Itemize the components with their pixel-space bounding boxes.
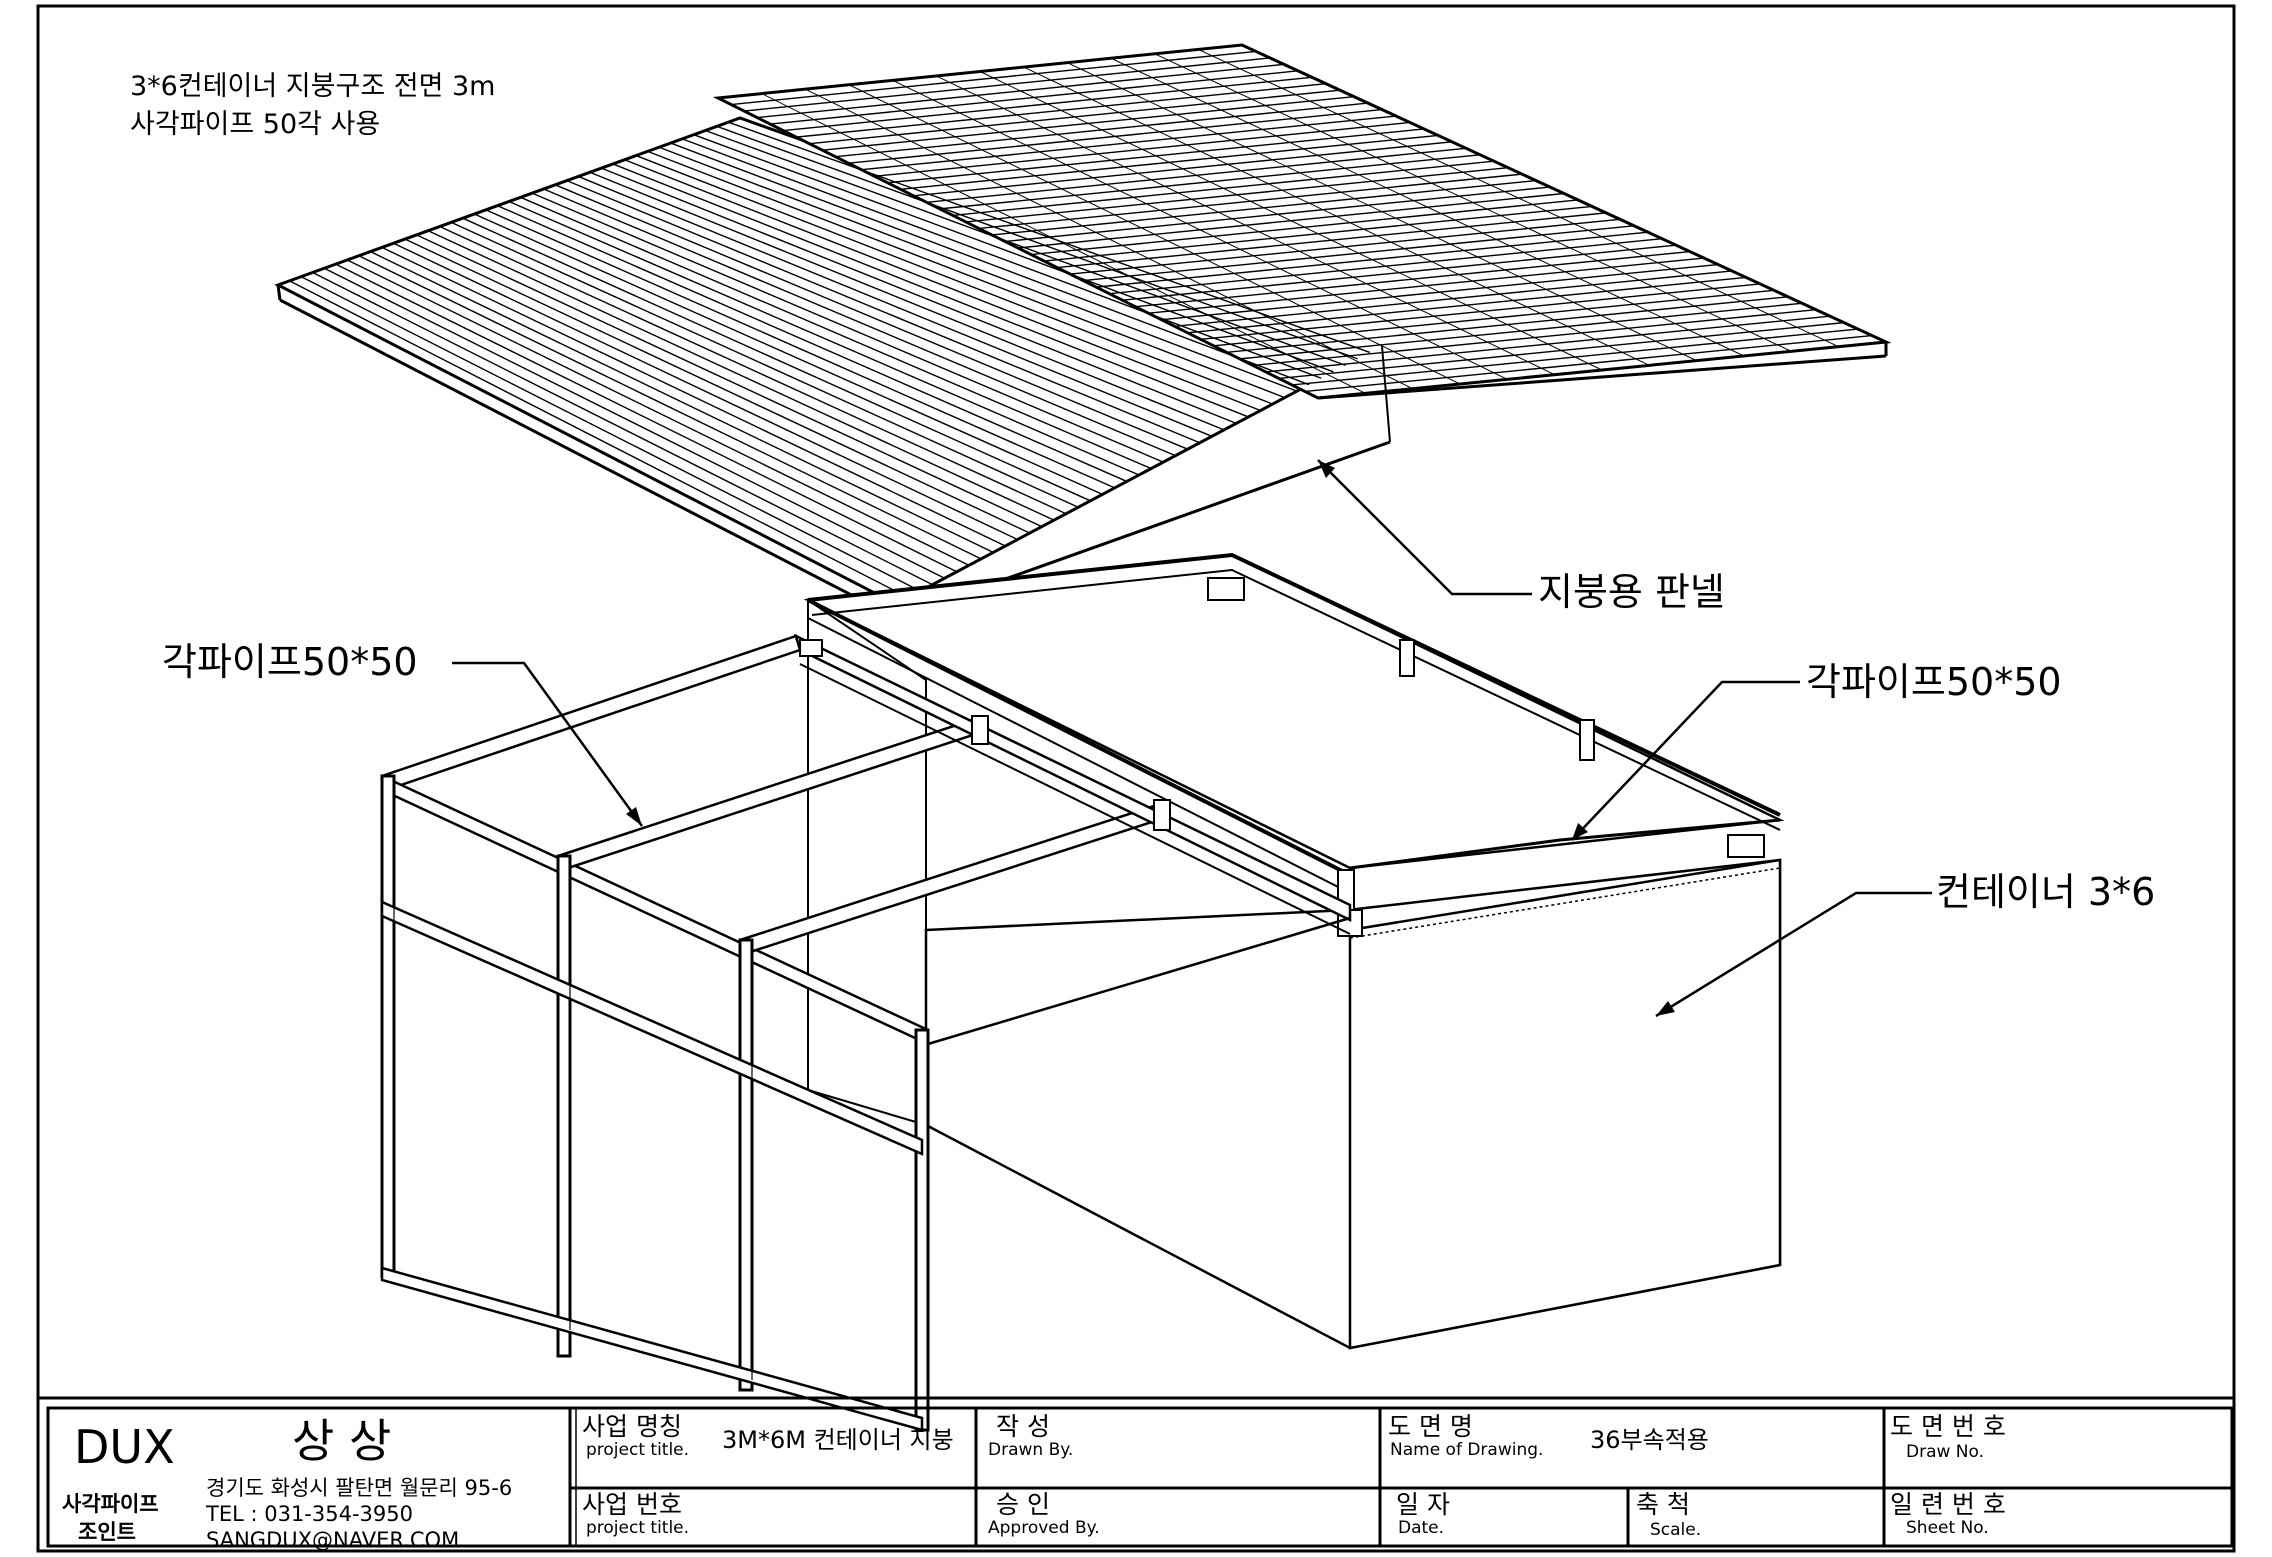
- roof-rib: [531, 192, 1164, 463]
- frame-bottom-rail: [380, 1266, 924, 1432]
- roof-rib: [670, 142, 1310, 386]
- roof-grid-line: [761, 93, 1366, 394]
- frame-post: [738, 938, 754, 1392]
- roof-rib: [612, 163, 1249, 418]
- roof-grid-line: [1067, 62, 1697, 362]
- sheet-border: [36, 4, 2236, 1553]
- roof-rib: [450, 221, 1079, 508]
- container-corrugation: [1349, 867, 1781, 939]
- roof-rib: [485, 209, 1115, 489]
- container-gable: [811, 568, 1781, 831]
- roof-rib: [462, 217, 1091, 502]
- roof-rib: [416, 234, 1043, 528]
- roof-rib: [346, 259, 970, 566]
- roof-edge: [1317, 354, 1887, 400]
- arrow-pipe-left: [626, 807, 642, 826]
- roof-grid-line: [848, 84, 1461, 385]
- roof-rib: [370, 250, 994, 554]
- leader-container: [1655, 891, 1932, 1018]
- title-block-grid: [38, 1396, 2234, 1548]
- roof-grid-line: [979, 71, 1603, 371]
- label-square-pipe-right: 각파이프50*50: [1806, 660, 2062, 704]
- frame-post: [556, 854, 572, 1358]
- roof-rib: [508, 200, 1140, 476]
- frame-side-rail: [799, 663, 1351, 935]
- roof-rib: [601, 167, 1237, 425]
- roof-rib: [589, 171, 1225, 431]
- roof-edge: [279, 298, 897, 620]
- arrow-pipe-right: [1572, 823, 1588, 840]
- roof-rib: [323, 267, 945, 579]
- roof-grid-line: [805, 88, 1413, 390]
- roof-rib: [335, 263, 958, 573]
- arrow-container: [1656, 1001, 1675, 1016]
- roof-rib: [693, 134, 1334, 373]
- roof-edge: [276, 284, 282, 301]
- roof-grid-line: [936, 75, 1555, 376]
- label-square-pipe-left: 각파이프50*50: [162, 640, 418, 684]
- roof-rib: [393, 242, 1018, 541]
- frame-post: [380, 774, 396, 1278]
- roof-rib: [554, 184, 1188, 450]
- arrow-roof-panel: [1318, 460, 1335, 478]
- roof-rib: [404, 238, 1030, 534]
- roof-rib: [312, 271, 933, 586]
- bracket: [1579, 719, 1595, 761]
- roof-rib: [520, 196, 1152, 470]
- roof-grid-line: [1154, 53, 1792, 352]
- frame-joint: [971, 715, 989, 745]
- leader-arrowheads: [626, 460, 1675, 1016]
- container-gable: [807, 552, 1781, 817]
- frame-joint: [1153, 799, 1171, 831]
- tb-frame: [46, 1406, 2234, 1548]
- roof-rib: [566, 179, 1201, 444]
- roof-grid-line: [1023, 66, 1650, 366]
- container-gable-front: [1349, 818, 1781, 870]
- leader-roof-panel: [1317, 459, 1532, 596]
- frame-mid-rail: [380, 900, 924, 1156]
- roof-rib: [543, 188, 1176, 457]
- bracket: [1399, 639, 1415, 677]
- roof-rib: [635, 154, 1273, 405]
- frame-post: [914, 1028, 930, 1432]
- drawing-note-line2: 사각파이프 50각 사용: [130, 109, 381, 140]
- roof-rib: [289, 280, 909, 599]
- roof-rib: [427, 230, 1055, 521]
- roof-rib: [647, 150, 1286, 399]
- roof-grid-line: [1110, 57, 1745, 357]
- label-container: 컨테이너 3*6: [1936, 870, 2156, 914]
- roof-panel-drawing: [274, 43, 1892, 620]
- frame-joint: [799, 639, 823, 657]
- roof-rib: [578, 175, 1213, 437]
- pipe-frame-drawing: [380, 633, 1352, 1432]
- roof-rib: [658, 146, 1298, 392]
- drawing-note-line1: 3*6컨테이너 지붕구조 전면 3m: [130, 71, 496, 102]
- roof-rib: [439, 225, 1067, 515]
- roof-rib: [358, 255, 982, 560]
- bracket: [1727, 834, 1765, 858]
- leader-pipe-left: [452, 661, 644, 827]
- container-front-face: [1348, 858, 1782, 1350]
- roof-rib: [716, 125, 1358, 360]
- roof-rib: [474, 213, 1103, 495]
- roof-rib: [381, 246, 1006, 547]
- container-drawing: [803, 552, 1785, 1350]
- roof-grid-line: [892, 79, 1508, 380]
- roof-rib: [300, 276, 921, 592]
- frame-top-back-rail: [380, 634, 802, 792]
- frame-side-rail: [927, 916, 1351, 1046]
- leader-pipe-right: [1571, 680, 1800, 841]
- leader-lines: [452, 459, 1932, 1018]
- label-roof-panel: 지붕용 판넬: [1538, 570, 1725, 614]
- ridge-pipe: [807, 598, 1351, 877]
- roof-grid-line: [1198, 48, 1839, 348]
- ridge-pipe: [807, 617, 1351, 894]
- bracket: [1207, 577, 1245, 601]
- roof-rib: [497, 205, 1128, 483]
- roof-rib: [624, 159, 1261, 412]
